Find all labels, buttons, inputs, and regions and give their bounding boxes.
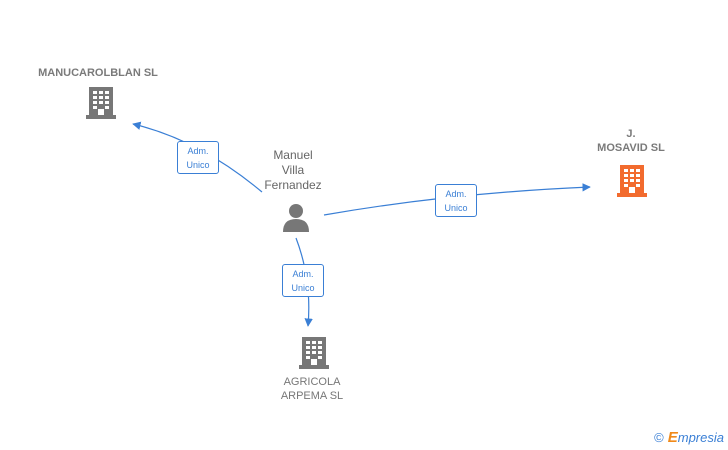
building-icon[interactable] bbox=[86, 85, 116, 119]
company-label-agricola: AGRICOLA ARPEMA SL bbox=[280, 376, 344, 402]
role-label-mosavid[interactable]: Adm. Unico bbox=[435, 184, 477, 217]
person-icon[interactable] bbox=[281, 202, 311, 232]
copyright-symbol: © bbox=[654, 430, 664, 445]
person-label: Manuel Villa Fernandez bbox=[264, 148, 322, 192]
company-label-mosavid: J. MOSAVID SL bbox=[597, 128, 665, 154]
brand-logo-initial: E bbox=[667, 429, 678, 446]
building-icon[interactable] bbox=[299, 335, 329, 369]
role-label-manucarolblan[interactable]: Adm. Unico bbox=[177, 141, 219, 174]
company-label-manucarolblan: MANUCAROLBLAN SL bbox=[38, 67, 158, 79]
brand-footer[interactable]: ©Empresia bbox=[654, 429, 724, 446]
role-label-agricola[interactable]: Adm. Unico bbox=[282, 264, 324, 297]
brand-logo-text: mpresia bbox=[677, 430, 724, 445]
building-icon[interactable] bbox=[616, 163, 648, 197]
